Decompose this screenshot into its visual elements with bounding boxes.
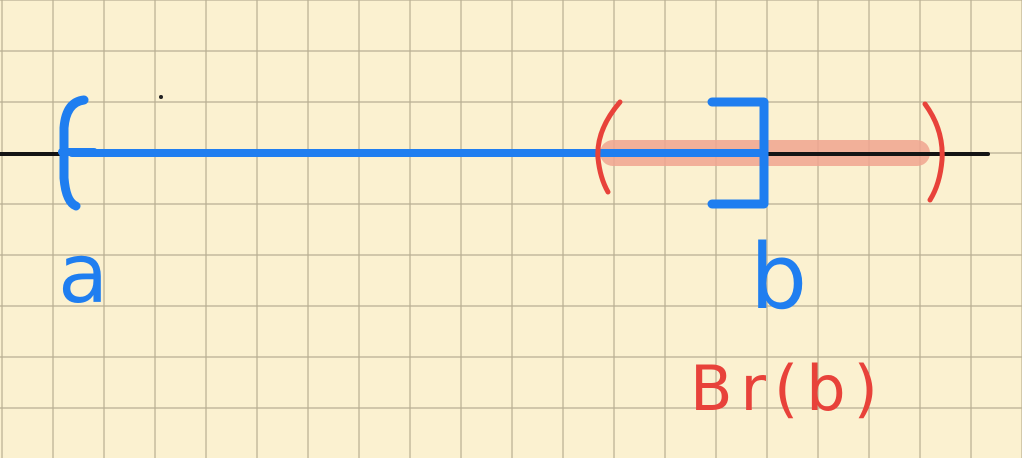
- neighborhood-right-paren: [922, 101, 945, 203]
- label-ball-br-b: Br(b): [690, 352, 886, 425]
- label-b: b: [750, 225, 807, 330]
- stray-dot: [159, 95, 163, 99]
- right-closed-bracket: [707, 97, 769, 209]
- neighborhood-left-paren: [595, 99, 623, 195]
- label-a: a: [58, 227, 108, 322]
